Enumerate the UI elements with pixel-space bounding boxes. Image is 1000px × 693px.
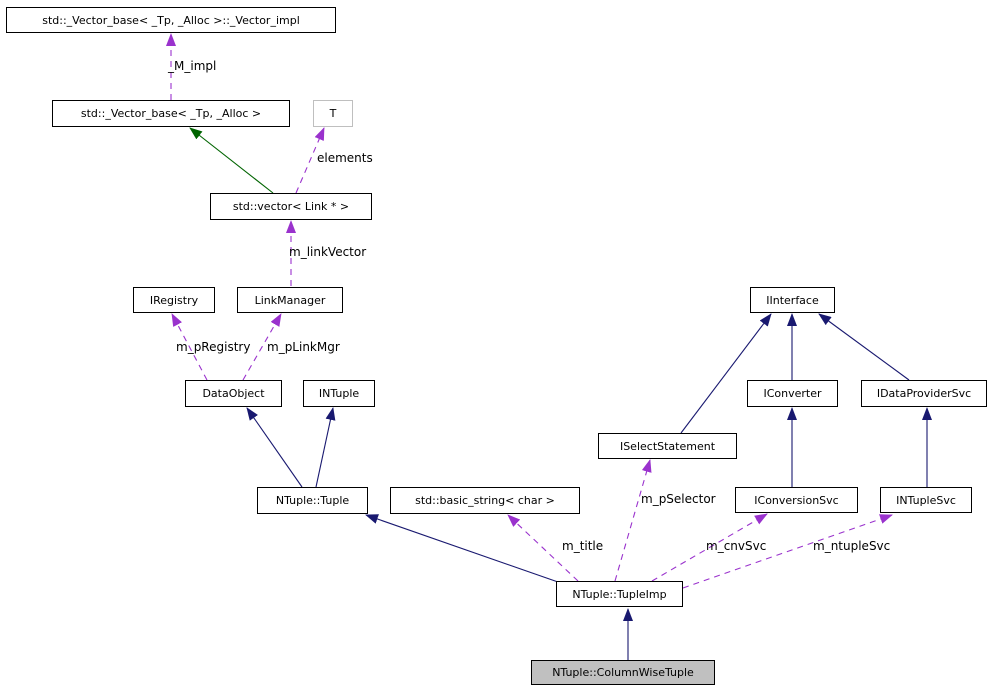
edge-label-m_title: m_title <box>562 539 604 553</box>
edge-dataobject-to-iregistry <box>171 313 208 381</box>
class-node-basic-string[interactable]: std::basic_string< char > <box>390 487 580 514</box>
edge-ntuple-tuple-to-intuple <box>315 407 336 488</box>
edge-vector-link-to-vector-base <box>189 127 274 194</box>
class-node-vector-base[interactable]: std::_Vector_base< _Tp, _Alloc > <box>52 100 290 127</box>
edge-label-m_linkVector: m_linkVector <box>289 245 367 259</box>
class-node-tupleimp[interactable]: NTuple::TupleImp <box>556 581 683 607</box>
edge-label-elements: elements <box>317 151 373 165</box>
class-node-columnwisetuple[interactable]: NTuple::ColumnWiseTuple <box>531 660 715 685</box>
edge-label-m_pSelector: m_pSelector <box>641 492 716 506</box>
class-node-intuple[interactable]: INTuple <box>303 380 375 407</box>
edge-label-m_cnvSvc: m_cnvSvc <box>706 539 767 553</box>
edge-ntuple-tuple-to-dataobject <box>246 407 303 488</box>
class-node-iconversionsvc[interactable]: IConversionSvc <box>735 487 858 513</box>
class-node-iconverter[interactable]: IConverter <box>747 380 838 407</box>
class-node-t: T <box>313 100 353 127</box>
class-node-linkmanager[interactable]: LinkManager <box>237 287 343 313</box>
edge-tupleimp-to-intuplesvc <box>682 514 893 589</box>
class-node-vector-impl[interactable]: std::_Vector_base< _Tp, _Alloc >::_Vecto… <box>6 7 336 33</box>
class-node-iregistry[interactable]: IRegistry <box>133 287 215 313</box>
class-node-idataprovidersvc[interactable]: IDataProviderSvc <box>861 380 987 407</box>
edge-tupleimp-to-iconversionsvc <box>651 513 768 582</box>
edge-tupleimp-to-iselectstatement <box>614 459 652 582</box>
edge-label-m_pRegistry: m_pRegistry <box>176 340 251 354</box>
edge-label-m_ntupleSvc: m_ntupleSvc <box>813 539 891 553</box>
edge-idataprovidersvc-to-iinterface <box>818 313 910 381</box>
edge-label-_M_impl: _M_impl <box>168 59 217 73</box>
edge-vector-link-to-t <box>295 127 325 194</box>
class-node-intuplesvc[interactable]: INTupleSvc <box>880 487 972 513</box>
edge-tupleimp-to-ntuple-tuple <box>365 514 559 583</box>
class-node-iselectstatement[interactable]: ISelectStatement <box>598 433 737 459</box>
class-node-dataobject[interactable]: DataObject <box>185 380 282 407</box>
class-node-iinterface[interactable]: IInterface <box>750 287 835 313</box>
edge-tupleimp-to-basic-string <box>507 514 579 582</box>
edge-dataobject-to-linkmanager <box>242 313 282 381</box>
edge-label-m_pLinkMgr: m_pLinkMgr <box>267 340 340 354</box>
edge-iselectstatement-to-iinterface <box>680 313 772 434</box>
class-node-ntuple-tuple[interactable]: NTuple::Tuple <box>257 487 368 514</box>
class-node-vector-link[interactable]: std::vector< Link * > <box>210 193 372 220</box>
